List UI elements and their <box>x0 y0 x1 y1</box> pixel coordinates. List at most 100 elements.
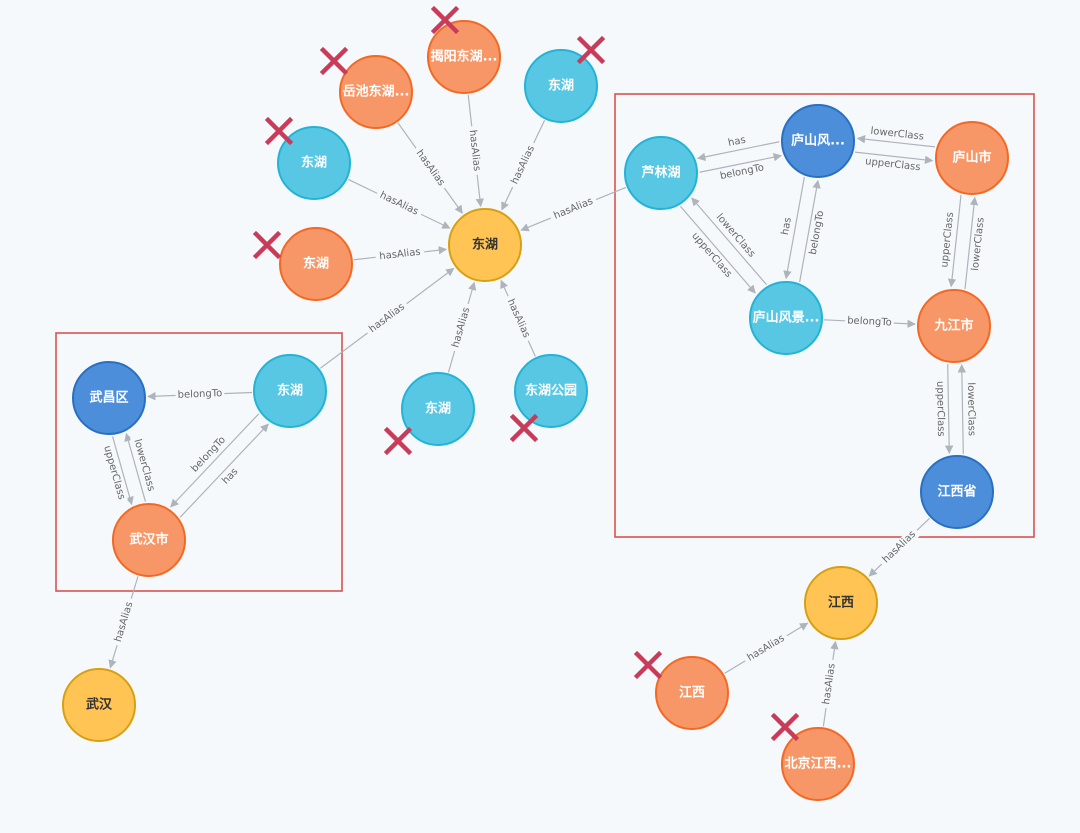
graph-node[interactable]: 东湖 <box>524 49 598 123</box>
edge-label-backdrop <box>716 161 768 183</box>
edge-line <box>856 134 936 148</box>
node-circle[interactable] <box>112 503 186 577</box>
edge-label: hasAlias <box>379 247 421 263</box>
removed-cross-icon <box>770 712 800 742</box>
graph-node[interactable]: 芦林湖 <box>624 136 698 210</box>
edge-label: has <box>727 135 747 149</box>
node-label: 东湖 <box>548 78 574 94</box>
edge: hasAlias <box>348 178 451 229</box>
edge: hasAlias <box>868 517 930 577</box>
node-label: 庐山市 <box>952 150 991 166</box>
edge-label-backdrop <box>548 194 599 224</box>
edge: hasAlias <box>724 622 809 674</box>
graph-node[interactable]: 庐山风... <box>781 104 855 178</box>
edge-label-backdrop <box>711 209 760 263</box>
node-circle[interactable] <box>749 281 823 355</box>
node-label: 庐山风... <box>791 133 845 149</box>
node-circle[interactable] <box>401 372 475 446</box>
node-circle[interactable] <box>448 208 522 282</box>
node-label: 武汉 <box>86 697 113 713</box>
node-label: 北京江西... <box>785 756 852 772</box>
graph-node[interactable]: 岳池东湖... <box>339 55 413 129</box>
node-circle[interactable] <box>277 126 351 200</box>
node-circle[interactable] <box>781 727 855 801</box>
graph-node[interactable]: 武昌区 <box>72 361 146 435</box>
node-circle[interactable] <box>279 227 353 301</box>
edge-line <box>944 364 954 454</box>
node-circle[interactable] <box>339 55 413 129</box>
node-circle[interactable] <box>655 656 729 730</box>
node-label: 揭阳东湖... <box>431 49 498 65</box>
edge-label: hasAlias <box>467 129 483 171</box>
edge-label: hasAlias <box>509 144 537 186</box>
edge: hasAlias <box>108 576 139 669</box>
edge: upperClass <box>854 151 934 175</box>
edge: belongTo <box>823 314 916 330</box>
graph-node[interactable]: 东湖 <box>448 208 522 282</box>
edge: hasAlias <box>501 120 546 211</box>
graph-node[interactable]: 庐山市 <box>935 121 1009 195</box>
edge-label: belongTo <box>177 388 222 401</box>
node-circle[interactable] <box>253 354 327 428</box>
edge-label-backdrop <box>100 442 128 504</box>
edge-label-backdrop <box>448 302 474 353</box>
removed-cross-icon <box>319 46 349 76</box>
edge-label-backdrop <box>742 630 791 667</box>
graph-node[interactable]: 东湖 <box>253 354 327 428</box>
node-circle[interactable] <box>72 361 146 435</box>
edge-label: has <box>780 217 794 236</box>
node-label: 东湖 <box>277 383 303 399</box>
node-circle[interactable] <box>781 104 855 178</box>
edge-line <box>854 151 934 165</box>
edge-label-backdrop <box>969 213 988 275</box>
highlight-box-wuhan <box>55 332 343 592</box>
edge-label: hasAlias <box>113 601 136 644</box>
graph-node[interactable]: 江西 <box>804 566 878 640</box>
edge: hasAlias <box>465 94 485 208</box>
edge-line <box>964 196 979 290</box>
node-label: 东湖 <box>472 237 498 253</box>
edge-label-backdrop <box>806 207 828 258</box>
graph-node[interactable]: 武汉 <box>62 668 136 742</box>
node-label: 江西省 <box>937 484 976 500</box>
edge-label-backdrop <box>933 378 947 439</box>
graph-node[interactable]: 东湖公园 <box>514 354 588 428</box>
node-circle[interactable] <box>917 289 991 363</box>
edge-label-backdrop <box>175 387 225 402</box>
edge-label: hasAlias <box>881 529 919 566</box>
node-circle[interactable] <box>804 566 878 640</box>
graph-node[interactable]: 武汉市 <box>112 503 186 577</box>
highlight-box-jiujiang <box>614 93 1035 538</box>
edge: lowerClass <box>124 432 158 502</box>
graph-node[interactable]: 东湖 <box>279 227 353 301</box>
node-circle[interactable] <box>427 20 501 94</box>
node-circle[interactable] <box>524 49 598 123</box>
node-circle[interactable] <box>62 668 136 742</box>
node-circle[interactable] <box>514 354 588 428</box>
node-circle[interactable] <box>935 121 1009 195</box>
graph-node[interactable]: 九江市 <box>917 289 991 363</box>
edge: upperClass <box>933 364 954 454</box>
graph-node[interactable]: 揭阳东湖... <box>427 20 501 94</box>
graph-node[interactable]: 江西省 <box>920 455 994 529</box>
node-label: 庐山风景... <box>753 310 820 326</box>
node-circle[interactable] <box>920 455 994 529</box>
node-circle[interactable] <box>624 136 698 210</box>
edge-label-backdrop <box>877 525 922 569</box>
graph-node[interactable]: 北京江西... <box>781 727 855 801</box>
graph-node[interactable]: 江西 <box>655 656 729 730</box>
edge-label-backdrop <box>964 379 978 440</box>
edge-label: hasAlias <box>367 301 407 335</box>
edge: upperClass <box>100 436 134 506</box>
removed-cross-icon <box>633 650 663 680</box>
graph-node[interactable]: 东湖 <box>277 126 351 200</box>
edge-label-backdrop <box>375 245 425 264</box>
graph-node[interactable]: 东湖 <box>401 372 475 446</box>
edge-label-backdrop <box>465 125 484 176</box>
edge: hasAlias <box>500 279 536 357</box>
edge-label-backdrop <box>130 434 158 496</box>
graph-node[interactable]: 庐山风景... <box>749 281 823 355</box>
nodes-layer: 东湖岳池东湖...揭阳东湖...东湖东湖东湖东湖东湖公园东湖武昌区武汉市武汉芦林… <box>62 20 1009 801</box>
node-label: 武汉市 <box>129 532 168 548</box>
removed-cross-icon <box>383 426 413 456</box>
